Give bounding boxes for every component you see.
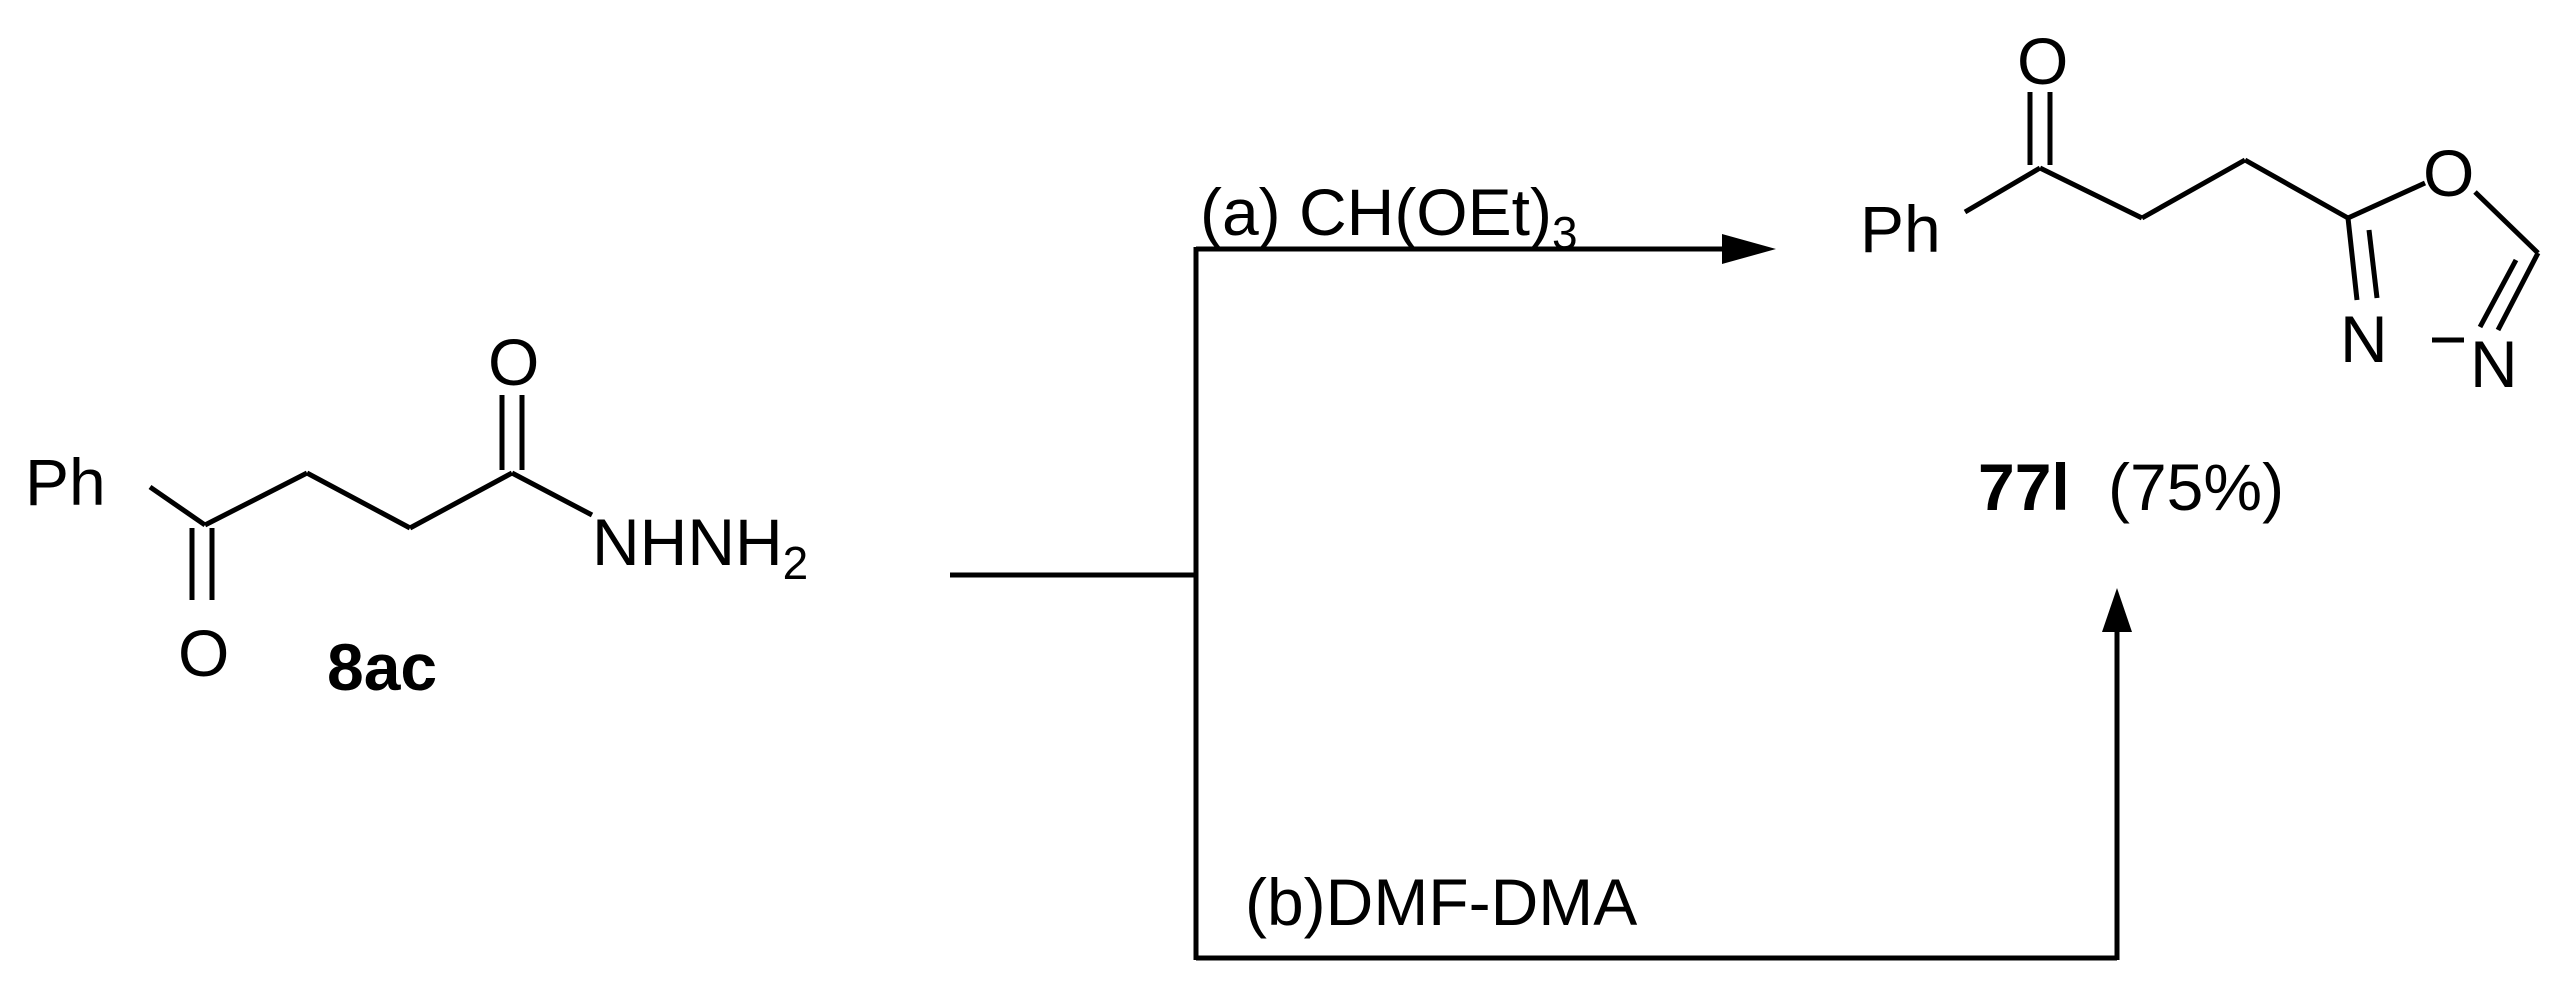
bond-ph-carbonyl [148,484,207,528]
bond-amide-nitrogen [510,470,594,518]
bond-chain-3 [408,470,514,531]
product-ring-oxygen: O [2423,136,2474,210]
condition-a-label: (a) CH(OEt)3 [1200,175,1578,259]
ring-bond-c5-n4-inner [2477,258,2519,329]
product-ketone-oxygen: O [2017,24,2068,98]
product-77l: Ph O O N N 77l (75%) [1860,24,2541,524]
reaction-arrows [950,234,2132,961]
reactant-label: 8ac [327,630,437,704]
ring-bond-o1-c5 [2473,190,2540,255]
ring-bond-c2-o1 [2346,180,2427,221]
arrow-a-head [1722,234,1776,264]
reactant-ph-group: Ph [25,445,106,519]
bond-chain-2 [305,470,412,531]
arrow-b-head [2102,588,2132,632]
ring-bond-n3-c2-inner [2366,229,2380,299]
bond-chain-1 [203,470,309,528]
product-bond-chain-1 [2038,165,2144,221]
reactant-8ac: Ph O O NHNH2 8ac [25,325,808,704]
product-ph-group: Ph [1860,192,1941,266]
product-ring-nitrogen-4: N [2470,327,2518,401]
ring-bond-n3-c2 [2345,217,2360,301]
condition-b-label: (b)DMF-DMA [1245,865,1637,939]
reactant-ketone-oxygen: O [178,616,229,690]
reactant-hydrazide-group: NHNH2 [592,505,808,589]
reactant-amide-oxygen: O [488,325,539,399]
product-label: 77l [1978,450,2070,524]
product-bond-ph-carbonyl [1963,165,2042,215]
product-bond-chain-3 [2243,157,2350,221]
product-bond-chain-2 [2140,157,2247,221]
product-yield: (75%) [2108,450,2284,524]
product-ring-nitrogen-3: N [2340,302,2388,376]
ring-bond-c5-n4 [2495,251,2541,332]
